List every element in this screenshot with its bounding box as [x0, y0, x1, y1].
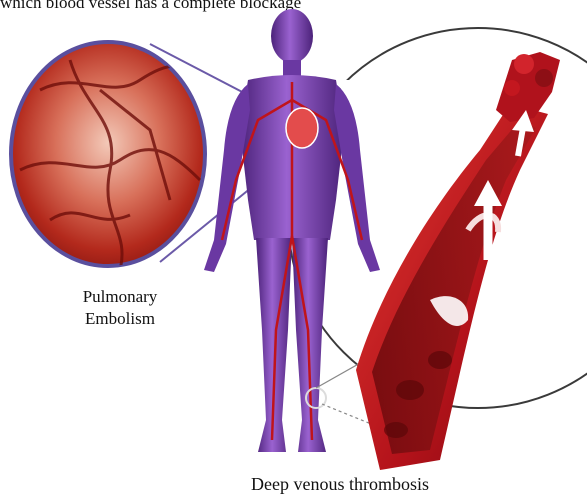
pulmonary-embolism-label: Pulmonary Embolism: [40, 286, 200, 330]
pulmonary-embolism-magnifier: [11, 42, 205, 270]
pulmonary-embolism-label-line1: Pulmonary: [40, 286, 200, 308]
pulmonary-embolism-label-line2: Embolism: [40, 308, 200, 330]
deep-venous-thrombosis-label: Deep venous thrombosis: [200, 473, 480, 495]
